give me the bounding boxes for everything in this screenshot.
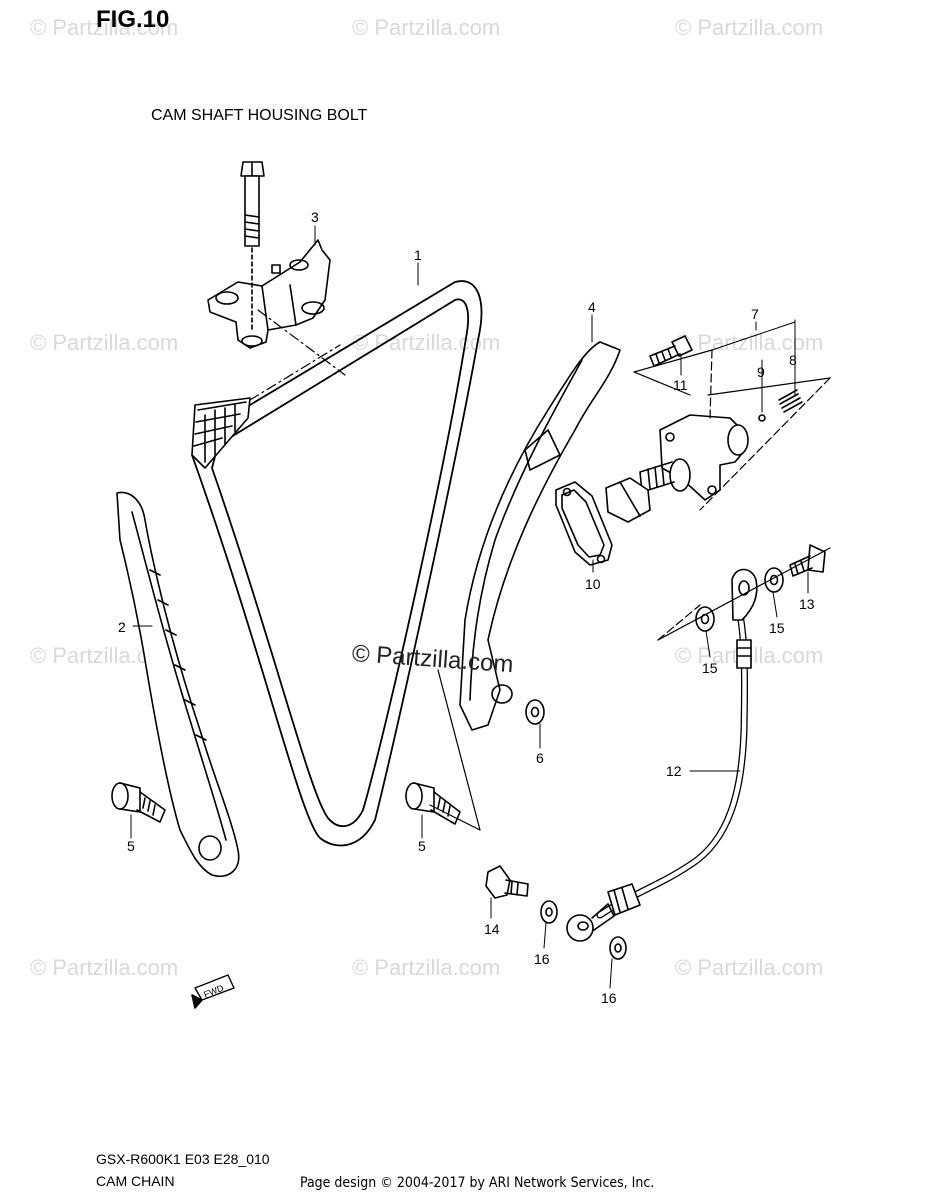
watermark: © Partzilla.com: [30, 15, 179, 40]
section-name: CAM CHAIN: [96, 1173, 175, 1189]
washer-15-lower: [695, 606, 715, 632]
watermark: © Partzilla.com: [675, 15, 824, 40]
callout-5-right: 5: [418, 838, 426, 854]
callout-4: 4: [588, 299, 596, 315]
watermark: © Partzilla.com: [30, 955, 179, 980]
callout-5-left: 5: [127, 838, 135, 854]
callout-2: 2: [118, 619, 126, 635]
watermark: © Partzilla.com: [352, 15, 501, 40]
callout-14: 14: [484, 921, 500, 937]
tensioner-spring: [778, 389, 803, 413]
callout-3: 3: [311, 209, 319, 225]
page-credit: Page design © 2004-2017 by ARI Network S…: [300, 1175, 655, 1191]
tensioner-bolt: [649, 335, 693, 367]
forward-direction-marker: FWD: [191, 974, 235, 1009]
cam-shaft-housing: [207, 239, 331, 349]
callout-16-left: 16: [534, 951, 550, 967]
callout-1: 1: [414, 247, 422, 263]
callout-12: 12: [666, 763, 682, 779]
callout-11: 11: [673, 377, 688, 393]
callout-10: 10: [585, 576, 601, 592]
washer-6: [525, 699, 545, 725]
callout-15-upper: 15: [769, 620, 785, 636]
washer-16-right: [609, 936, 627, 960]
tensioner-gasket: [555, 481, 613, 566]
guide-bolt-left: [111, 782, 166, 823]
model-code: GSX-R600K1 E03 E28_010: [96, 1151, 270, 1167]
watermark: © Partzilla.com: [30, 330, 179, 355]
guide-bolt-right: [405, 782, 461, 825]
callout-13: 13: [799, 596, 815, 612]
tensioner-ball: [758, 414, 766, 422]
housing-bolt-label: CAM SHAFT HOUSING BOLT: [151, 107, 368, 124]
callout-15-lower: 15: [702, 660, 718, 676]
callout-8: 8: [789, 352, 797, 368]
figure-title: FIG.10: [96, 6, 170, 33]
callout-7: 7: [751, 306, 759, 322]
assembly-guide-lines: [249, 309, 831, 831]
washer-15-upper: [764, 567, 784, 593]
chain-guide: [459, 341, 621, 731]
callout-6: 6: [536, 750, 544, 766]
cam-chain: [191, 280, 483, 847]
chain-tensioner-guide: [116, 491, 240, 877]
union-bolt-upper: [789, 544, 826, 577]
callout-9: 9: [757, 364, 765, 380]
cam-chain-tensioner: [605, 414, 749, 523]
cam-shaft-housing-bolt: [240, 161, 265, 247]
watermark: © Partzilla.com: [352, 955, 501, 980]
washer-16-left: [540, 900, 558, 924]
leader-lines: [130, 225, 809, 989]
union-bolt-lower: [485, 865, 529, 899]
callout-16-right: 16: [601, 990, 617, 1006]
oil-hose: [566, 568, 758, 942]
watermark: © Partzilla.com: [675, 955, 824, 980]
watermark: © Partzilla.com: [675, 330, 824, 355]
